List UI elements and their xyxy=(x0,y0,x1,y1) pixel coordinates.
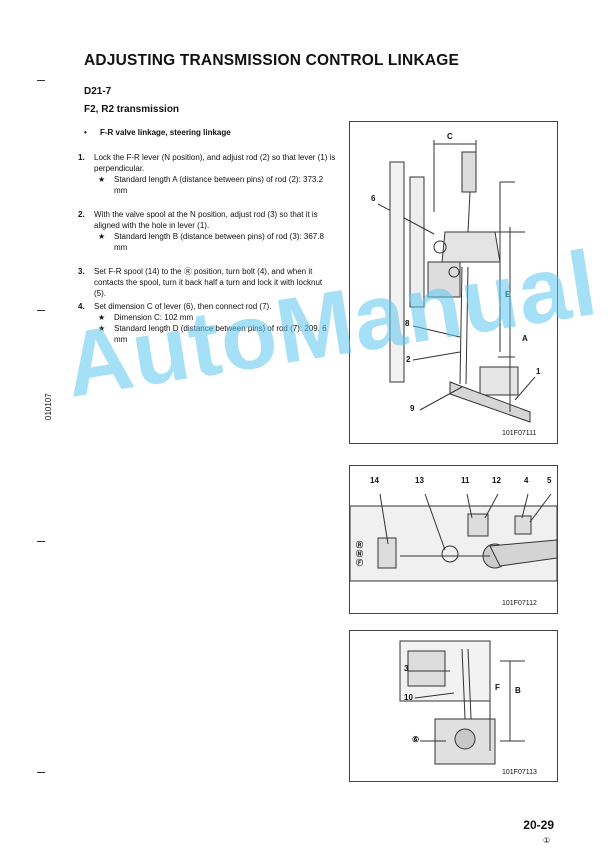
step-text: Set dimension C of lever (6), then conne… xyxy=(94,302,272,311)
step-number: 3. xyxy=(78,267,85,276)
callout-label: 12 xyxy=(492,476,501,485)
callout-label: 10 xyxy=(404,693,413,702)
figure-caption: 101F07113 xyxy=(502,769,537,776)
section-subtitle: F2, R2 transmission xyxy=(84,104,180,115)
figure-3: 3 10 F B ⑥ 101F07113 xyxy=(349,630,558,782)
step: 2. With the valve spool at the N positio… xyxy=(78,209,336,253)
step-note-text: Standard length D (distance between pins… xyxy=(114,324,327,344)
margin-mark xyxy=(37,310,45,311)
model-code: D21-7 xyxy=(84,86,112,97)
callout-label: 1 xyxy=(536,367,541,376)
callout-label: 9 xyxy=(410,404,415,413)
figure-caption: 101F07111 xyxy=(502,430,537,437)
step-note: ★ Dimension C: 102 mm xyxy=(94,312,336,323)
step: 3. Set F-R spool (14) to the Ⓡ position,… xyxy=(78,266,336,299)
step-number: 4. xyxy=(78,302,85,311)
callout-label: 2 xyxy=(406,355,411,364)
figure-caption: 101F07112 xyxy=(502,600,537,607)
step: 1. Lock the F-R lever (N position), and … xyxy=(78,152,336,196)
callout-label: 4 xyxy=(524,476,529,485)
step-note: ★ Standard length D (distance between pin… xyxy=(94,323,336,345)
page-title: ADJUSTING TRANSMISSION CONTROL LINKAGE xyxy=(84,52,460,69)
callout-label: F xyxy=(495,683,500,692)
step-text: Set F-R spool (14) to the Ⓡ position, tu… xyxy=(94,267,323,298)
step-text: With the valve spool at the N position, … xyxy=(94,210,318,230)
callout-label: B xyxy=(515,686,521,695)
callout-label: E xyxy=(505,290,511,299)
callout-label: C xyxy=(447,132,453,141)
bullet-text: F-R valve linkage, steering linkage xyxy=(100,128,231,137)
margin-mark xyxy=(37,541,45,542)
bullet-heading: • F-R valve linkage, steering linkage xyxy=(84,128,231,137)
step-note-text: Standard length B (distance between pins… xyxy=(114,232,324,252)
figure-3-drawing xyxy=(399,640,525,765)
figure-2-drawing xyxy=(350,493,557,582)
step: 4. Set dimension C of lever (6), then co… xyxy=(78,301,336,345)
figure-2: 14 13 11 12 4 5 Ⓡ Ⓝ Ⓕ 101F07112 xyxy=(349,465,558,614)
callout-label: Ⓕ xyxy=(356,560,363,567)
margin-mark xyxy=(37,772,45,773)
step-note: ★ Standard length B (distance between pin… xyxy=(94,231,336,253)
figure-1-drawing xyxy=(377,140,536,423)
figure-1: C 6 E A 8 2 9 1 101F07111 xyxy=(349,121,558,444)
procedure-steps: 1. Lock the F-R lever (N position), and … xyxy=(78,152,336,354)
step-number: 2. xyxy=(78,210,85,219)
page-number: 20-29 xyxy=(523,818,554,832)
side-code: 010107 xyxy=(44,393,53,420)
callout-label: Ⓝ xyxy=(356,551,363,558)
step-note-text: Dimension C: 102 mm xyxy=(114,313,194,322)
step-text: Lock the F-R lever (N position), and adj… xyxy=(94,153,336,173)
callout-label: 11 xyxy=(461,476,470,485)
step-note-text: Standard length A (distance between pins… xyxy=(114,175,324,195)
callout-label: 14 xyxy=(370,476,379,485)
star-icon: ★ xyxy=(98,232,106,241)
callout-label: 3 xyxy=(404,664,409,673)
callout-label: Ⓡ xyxy=(356,542,363,549)
star-icon: ★ xyxy=(98,313,106,322)
star-icon: ★ xyxy=(98,324,106,333)
star-icon: ★ xyxy=(98,175,106,184)
margin-mark xyxy=(37,80,45,81)
page-revision: ① xyxy=(543,836,551,845)
callout-label: ⑥ xyxy=(412,735,420,744)
callout-label: 8 xyxy=(405,319,410,328)
callout-label: A xyxy=(522,334,528,343)
callout-label: 5 xyxy=(547,476,552,485)
callout-label: 6 xyxy=(371,194,376,203)
callout-label: 13 xyxy=(415,476,424,485)
bullet-dot-icon: • xyxy=(84,128,87,137)
step-number: 1. xyxy=(78,153,85,162)
step-note: ★ Standard length A (distance between pin… xyxy=(94,174,336,196)
